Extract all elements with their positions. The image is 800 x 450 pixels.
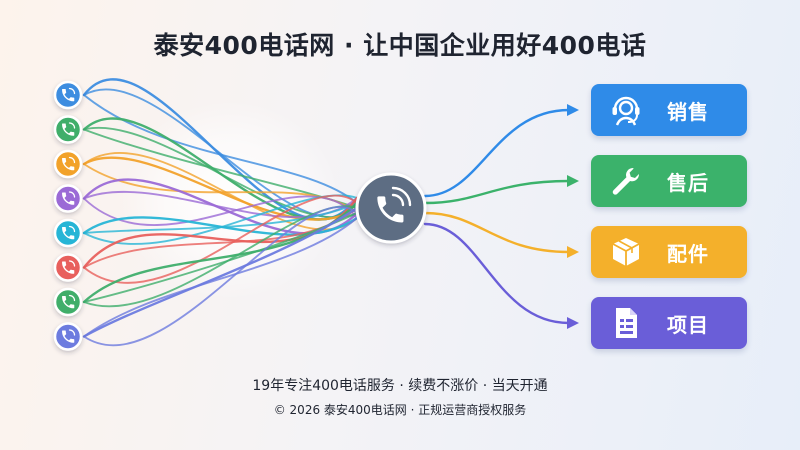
- footer-tagline: 19年专注400电话服务 · 续费不涨价 · 当天开通: [252, 378, 548, 394]
- destination-label: 销售: [667, 99, 709, 124]
- incoming-line: [83, 126, 358, 219]
- incoming-line: [82, 216, 359, 236]
- outgoing-line: [423, 179, 571, 205]
- phone-icon: [62, 227, 75, 240]
- caller-node: [53, 287, 83, 317]
- destination-card: 售后: [591, 155, 747, 207]
- phone-icon: [62, 158, 75, 171]
- outgoing-line: [423, 108, 571, 198]
- wrench-icon: [603, 158, 649, 204]
- incoming-line: [83, 202, 358, 234]
- phone-icon: [62, 296, 75, 309]
- incoming-line: [83, 94, 358, 204]
- destination-card: 配件: [591, 226, 747, 278]
- arrow-head: [567, 246, 579, 258]
- destination-label: 配件: [667, 241, 709, 266]
- page-title: 泰安400电话网 · 让中国企业用好400电话: [153, 31, 647, 60]
- caller-node: [53, 149, 83, 179]
- incoming-line: [83, 217, 358, 338]
- document-icon: [603, 300, 649, 346]
- incoming-line: [83, 151, 358, 231]
- caller-node: [53, 80, 83, 110]
- incoming-line: [83, 206, 358, 347]
- arrow-head: [567, 175, 579, 187]
- caller-node: [53, 115, 83, 144]
- hub-node: [355, 172, 427, 244]
- caller-node: [53, 253, 83, 282]
- destination-card: 销售: [591, 84, 747, 136]
- destination-card: 项目: [591, 297, 747, 349]
- phone-icon: [62, 89, 75, 102]
- outgoing-line: [423, 222, 571, 325]
- arrow-head: [567, 104, 579, 116]
- headset-agent-icon: [603, 87, 649, 133]
- caller-node: [53, 322, 83, 351]
- phone-ringing-icon: [377, 196, 404, 223]
- package-box-icon: [603, 229, 649, 275]
- caller-node: [53, 184, 83, 213]
- phone-icon: [62, 123, 75, 136]
- outgoing-line: [423, 211, 571, 254]
- outgoing-route-lines: [423, 104, 579, 329]
- incoming-line: [83, 194, 358, 284]
- arrow-head: [567, 317, 579, 329]
- phone-icon: [62, 261, 75, 274]
- phone-icon: [62, 192, 75, 205]
- caller-list: [53, 80, 83, 351]
- caller-node: [53, 218, 83, 248]
- destination-label: 售后: [667, 170, 709, 195]
- destination-label: 项目: [667, 312, 709, 337]
- footer-copyright: © 2026 泰安400电话网 · 正规运营商授权服务: [273, 403, 527, 417]
- incoming-line: [82, 156, 359, 221]
- incoming-line: [82, 206, 359, 338]
- phone-icon: [62, 330, 75, 343]
- incoming-call-lines: [82, 78, 359, 347]
